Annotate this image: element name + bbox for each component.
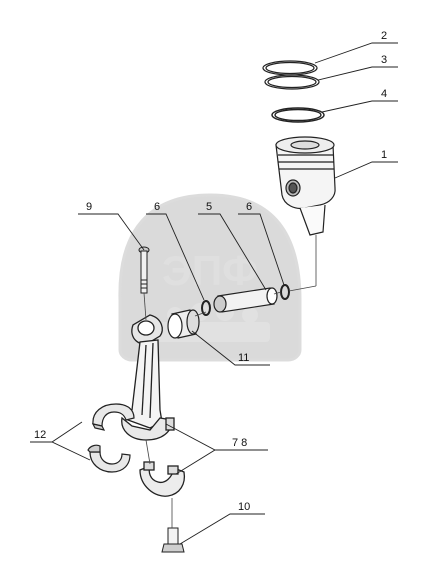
nut-10 (161, 527, 185, 553)
watermark: ЗАПАСНЫЕ ЧАСТИ ЭПФ (118, 193, 302, 362)
piston-ring-4 (271, 107, 325, 123)
piston (275, 136, 336, 236)
label-10: 10 (238, 501, 250, 513)
label-1: 1 (381, 149, 387, 161)
callout-labels: 2 3 4 1 9 6 5 6 11 12 7 8 10 (34, 30, 387, 513)
bushing-11 (167, 309, 200, 339)
rod-cap (139, 461, 186, 497)
label-6-left: 6 (154, 201, 160, 213)
label-7-8: 7 8 (232, 437, 247, 449)
label-2: 2 (381, 30, 387, 42)
assembly-centerlines (143, 235, 317, 528)
watermark-line2: ЧАСТИ (222, 220, 253, 230)
piston-ring-2 (262, 60, 318, 76)
label-4: 4 (381, 88, 387, 100)
piston-ring-3 (264, 74, 320, 90)
label-12: 12 (34, 429, 46, 441)
label-9: 9 (86, 201, 92, 213)
rod-bolt-9 (138, 246, 150, 294)
bearing-shell-upper (91, 403, 135, 431)
bearing-shell-lower (87, 444, 131, 473)
label-5: 5 (206, 201, 212, 213)
leader-lines (30, 42, 398, 545)
connecting-rod (121, 314, 175, 441)
snap-ring-6-left (201, 300, 211, 316)
label-3: 3 (381, 54, 387, 66)
label-6-right: 6 (246, 201, 252, 213)
watermark-line1: ЗАПАСНЫЕ (155, 220, 208, 230)
label-11: 11 (238, 352, 249, 364)
watermark-logo-text: ЭПФ (162, 247, 258, 294)
piston-pin-5 (213, 287, 278, 313)
